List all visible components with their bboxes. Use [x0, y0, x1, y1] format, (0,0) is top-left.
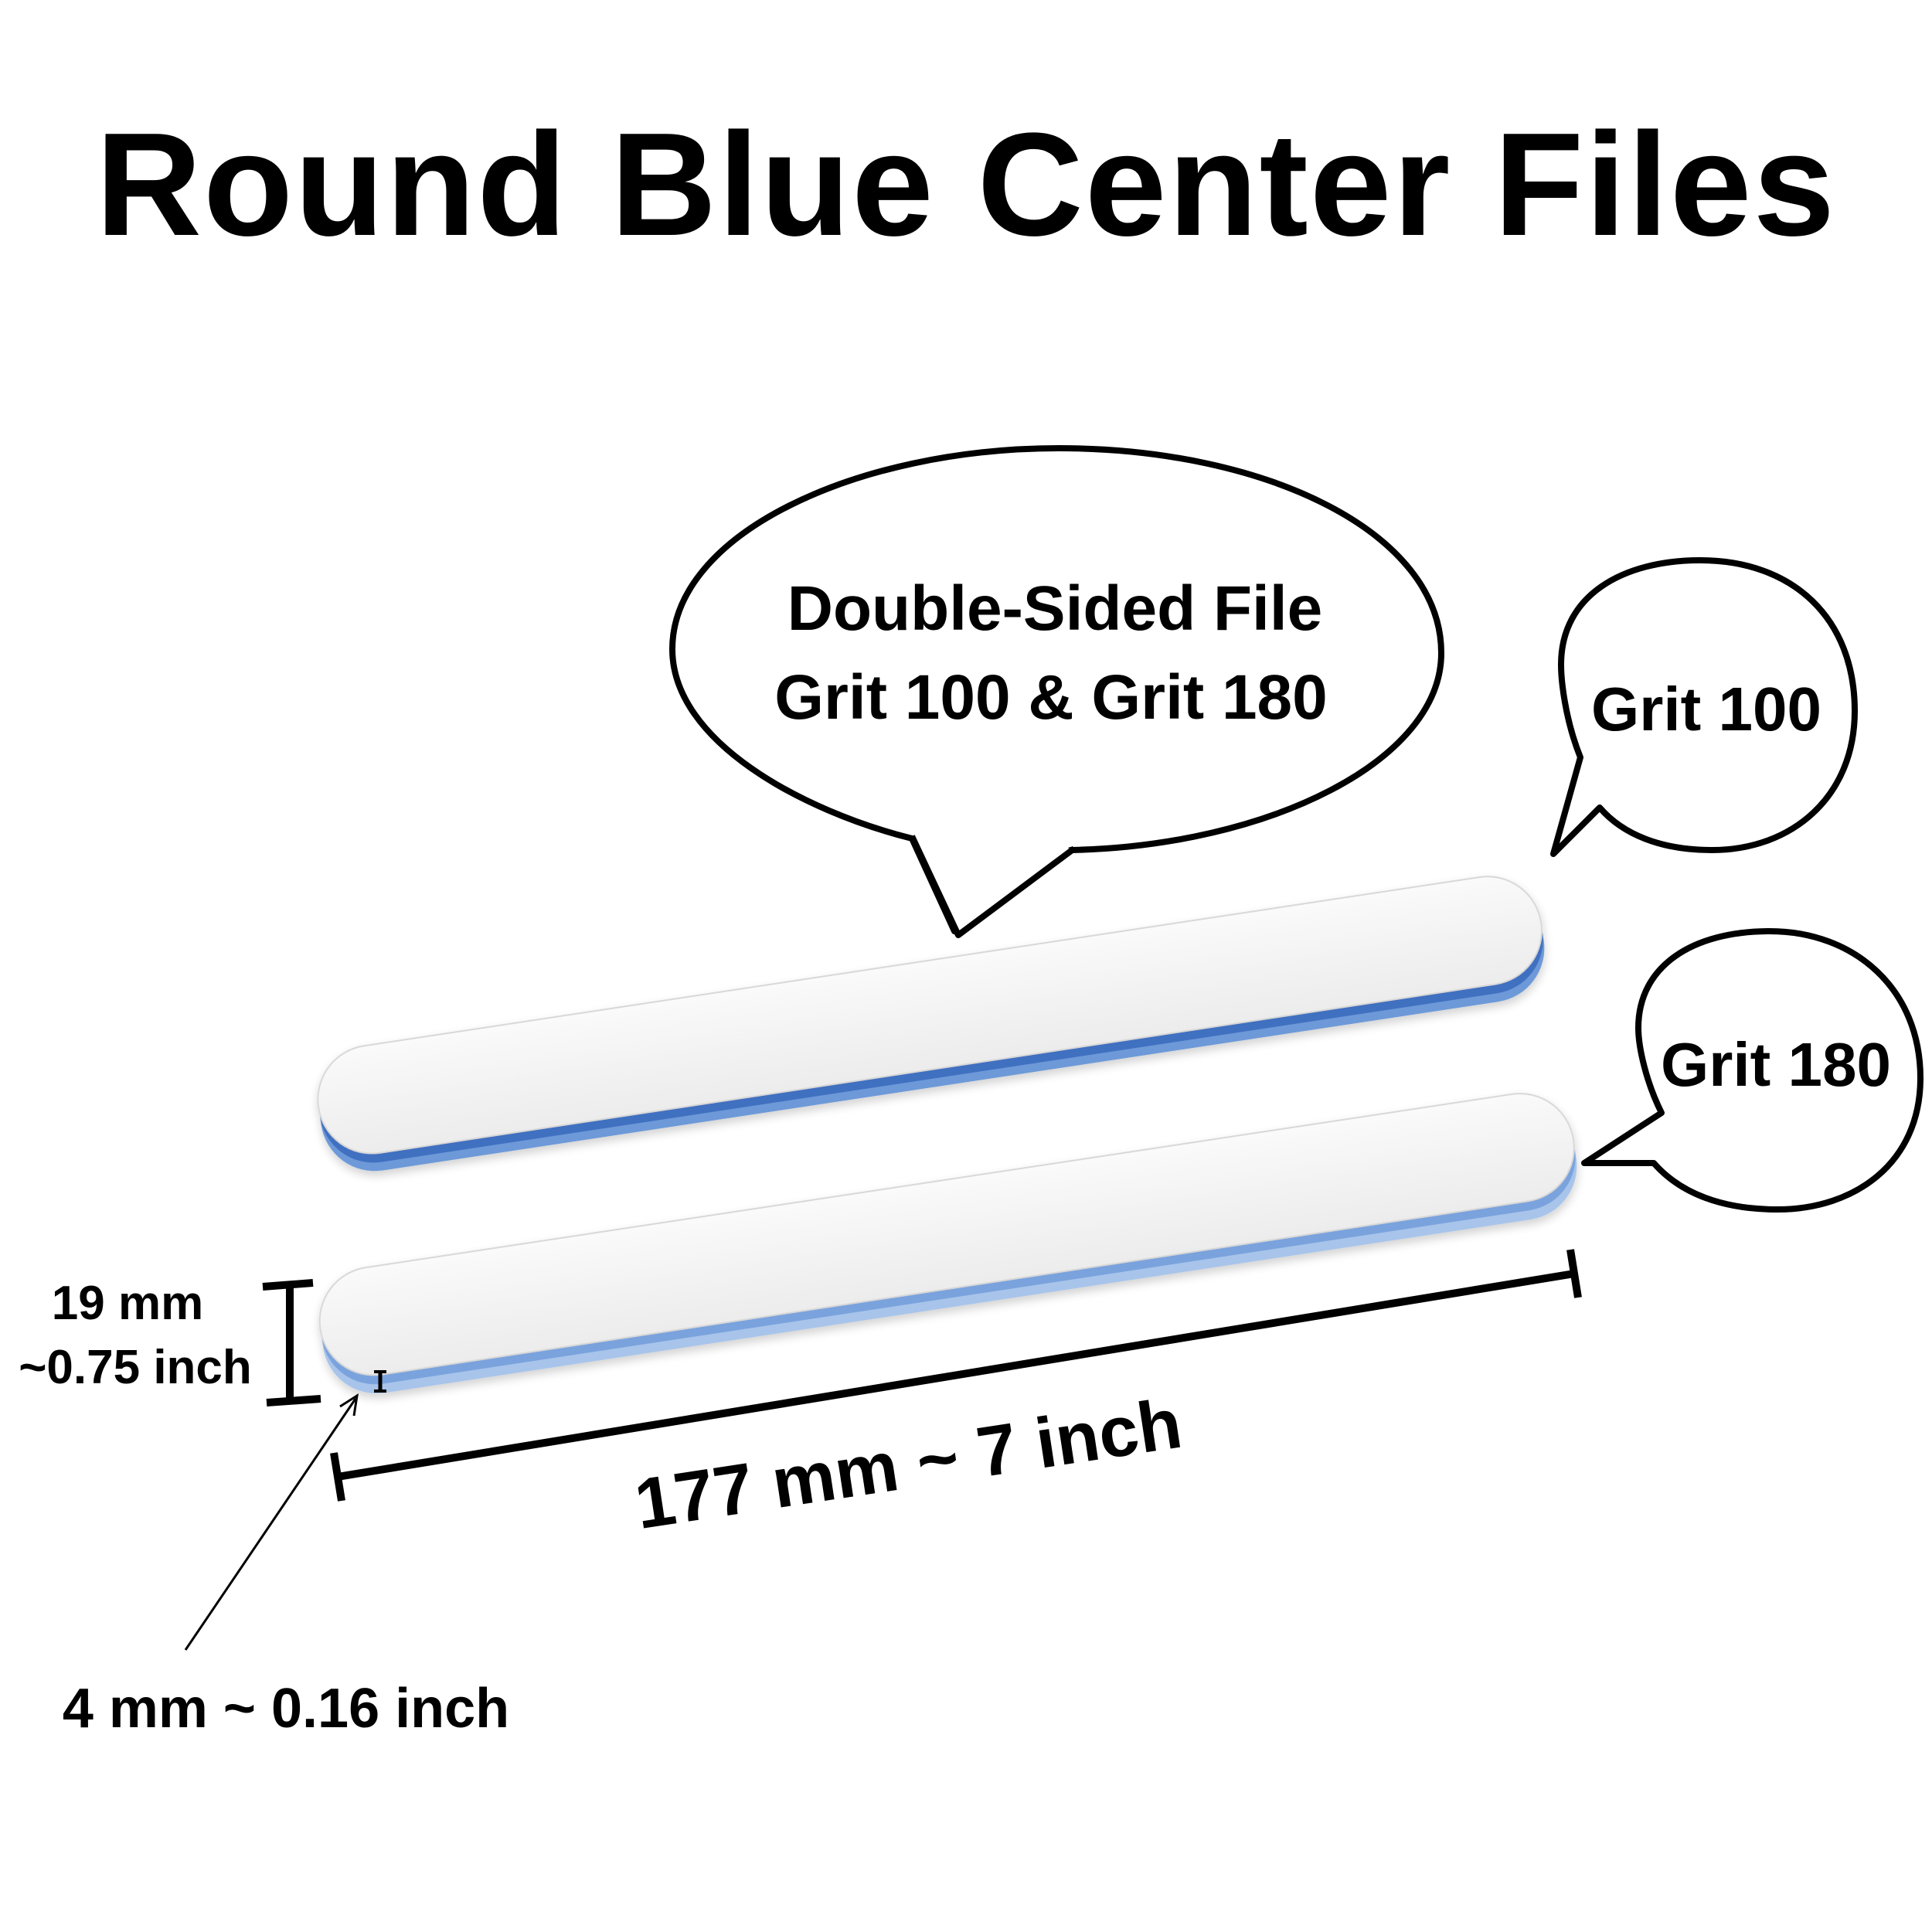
- width-dimension: 19 mm ~0.75 inch: [19, 1277, 321, 1406]
- page-title: Round Blue Center Files: [95, 103, 1837, 267]
- double-sided-callout: Double-Sided File Grit 100 & Grit 180: [669, 445, 1444, 938]
- length-label: 177 mm ~ 7 inch: [630, 1384, 1187, 1545]
- grit-180-callout: Grit 180: [1581, 928, 1923, 1213]
- file-bottom: [318, 1093, 1577, 1394]
- grit-100-callout: Grit 100: [1550, 557, 1858, 857]
- width-inch-label: ~0.75 inch: [19, 1341, 252, 1394]
- width-mm-label: 19 mm: [52, 1277, 203, 1330]
- thickness-dimension: 4 mm ~ 0.16 inch: [63, 1370, 509, 1740]
- grit-100-label: Grit 100: [1591, 675, 1821, 743]
- grit-combo-label: Grit 100 & Grit 180: [774, 662, 1328, 733]
- thickness-label: 4 mm ~ 0.16 inch: [63, 1678, 509, 1740]
- file-top: [317, 876, 1545, 1172]
- double-sided-label: Double-Sided File: [787, 573, 1322, 644]
- grit-180-label: Grit 180: [1661, 1030, 1891, 1099]
